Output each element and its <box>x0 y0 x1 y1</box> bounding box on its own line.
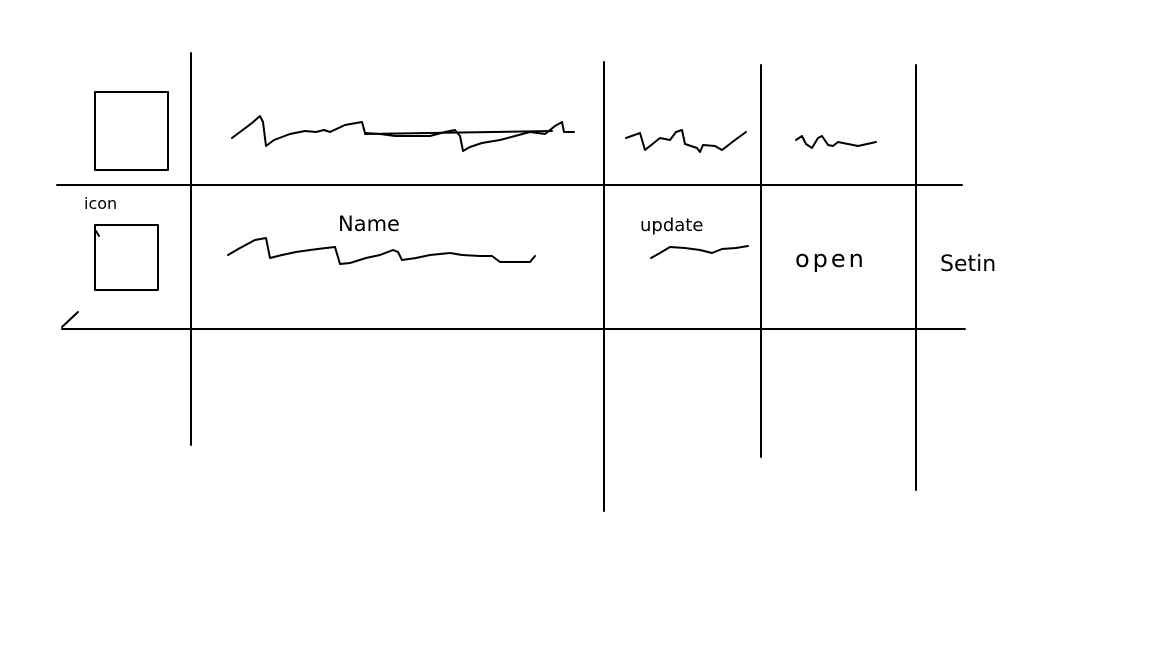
open-placeholder-scribble <box>795 135 877 149</box>
open-label: open <box>795 245 867 273</box>
table-row-1 <box>94 91 877 171</box>
stray-stroke <box>61 311 79 328</box>
update-label: update <box>640 215 703 236</box>
name-value-scribble <box>227 237 536 265</box>
update-value-scribble <box>650 245 749 259</box>
name-placeholder-scribble <box>231 115 575 152</box>
icon-label: icon <box>84 194 117 213</box>
name-label: Name <box>338 212 400 236</box>
table-grid <box>56 52 966 512</box>
box-corner-tick <box>95 230 100 237</box>
setting-label: Setin <box>940 252 996 277</box>
update-placeholder-scribble <box>625 129 747 153</box>
strikethrough-stroke <box>364 130 553 135</box>
table-row-2: icon Name update open Setin <box>84 194 996 291</box>
icon-placeholder-box <box>94 91 169 171</box>
icon-placeholder-box-2 <box>94 224 159 291</box>
